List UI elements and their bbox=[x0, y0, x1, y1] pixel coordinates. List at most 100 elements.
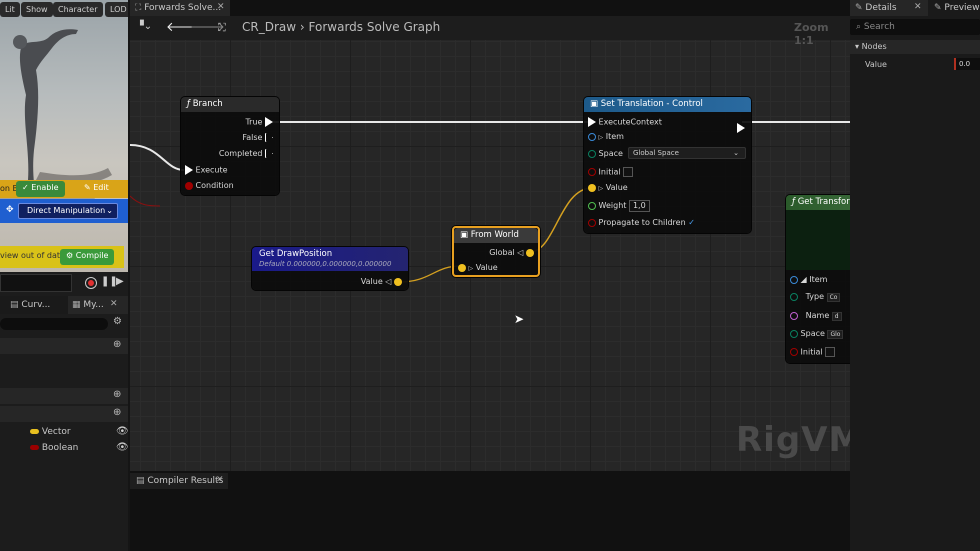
edit-button[interactable]: ✎ Edit bbox=[78, 181, 115, 197]
branch-true-pin[interactable]: True bbox=[245, 117, 273, 128]
breadcrumb-root[interactable]: CR_Draw bbox=[242, 20, 297, 34]
float-pin-icon[interactable] bbox=[588, 201, 596, 210]
close-icon[interactable]: ✕ bbox=[217, 2, 225, 12]
branch-node-header[interactable]: ƒ Branch bbox=[181, 97, 279, 112]
get-draw-position-node[interactable]: Get DrawPosition Default 0.000000,0.0000… bbox=[252, 247, 408, 290]
forward-arrow-icon[interactable]: 🡒 bbox=[190, 20, 225, 35]
expand-icon[interactable]: ▷ bbox=[598, 134, 604, 141]
enum-pin-icon[interactable] bbox=[588, 149, 596, 158]
get-transform-header[interactable]: ƒ Get Transform bbox=[786, 195, 850, 210]
pause-icon[interactable]: ❚❚ bbox=[101, 276, 118, 287]
get-draw-position-header[interactable]: Get DrawPosition Default 0.000000,0.0000… bbox=[252, 247, 408, 271]
name-pin-icon[interactable] bbox=[790, 311, 798, 320]
weight-pin[interactable]: Weight 1,0 bbox=[588, 200, 650, 212]
item-pin[interactable]: ▷ Item bbox=[588, 132, 624, 143]
bool-pin-icon[interactable] bbox=[185, 181, 193, 190]
character-button[interactable]: Character bbox=[53, 2, 103, 17]
get-transform-space-pin[interactable]: Space Glo bbox=[790, 329, 844, 340]
close-icon[interactable]: ✕ bbox=[914, 2, 922, 12]
enum-pin-icon[interactable] bbox=[790, 329, 798, 338]
propagate-checkbox[interactable]: ✓ bbox=[688, 218, 695, 227]
add-icon[interactable]: ⊕ bbox=[113, 407, 122, 418]
tab-compiler-results[interactable] bbox=[130, 473, 228, 489]
vector-pin-icon[interactable] bbox=[394, 277, 402, 286]
section-header[interactable] bbox=[0, 338, 128, 354]
vector-pin-icon[interactable] bbox=[526, 248, 534, 257]
enable-button[interactable]: ✓ Enable bbox=[16, 181, 65, 197]
exec-pin-icon[interactable] bbox=[737, 122, 745, 133]
bool-pin-icon[interactable] bbox=[790, 348, 798, 356]
from-world-value-pin[interactable]: ▷ Value bbox=[458, 263, 498, 274]
exec-pin-icon[interactable] bbox=[588, 117, 596, 127]
variable-vector[interactable]: Vector bbox=[30, 427, 71, 437]
close-icon[interactable]: ✕ bbox=[110, 299, 118, 309]
variable-boolean[interactable]: Boolean bbox=[30, 443, 78, 453]
execute-context-pin[interactable]: ExecuteContext bbox=[588, 117, 662, 128]
eye-icon[interactable]: 👁 bbox=[116, 442, 129, 453]
get-transform-space-value[interactable]: Glo bbox=[827, 330, 844, 339]
vector-pin-icon[interactable] bbox=[588, 183, 596, 192]
get-transform-type-pin[interactable]: Type Co bbox=[790, 292, 841, 303]
play-icon[interactable]: ▶ bbox=[116, 276, 124, 287]
bool-pin-icon[interactable] bbox=[588, 168, 596, 176]
tab-forwards-solve[interactable] bbox=[130, 0, 230, 16]
struct-pin-icon[interactable] bbox=[588, 132, 596, 141]
bookmark-icon[interactable]: ▝⌄ bbox=[136, 21, 153, 32]
set-translation-node[interactable]: ▣ Set Translation - Control ExecuteConte… bbox=[584, 97, 751, 233]
branch-false-pin[interactable]: False bbox=[242, 133, 273, 143]
breadcrumb-current[interactable]: Forwards Solve Graph bbox=[308, 20, 441, 34]
tab-details[interactable] bbox=[850, 0, 928, 16]
exec-pin-icon[interactable] bbox=[265, 149, 273, 158]
enum-pin-icon[interactable] bbox=[790, 292, 798, 301]
space-pin[interactable]: Space bbox=[588, 149, 623, 159]
branch-execute-pin[interactable]: Execute bbox=[185, 165, 228, 176]
branch-condition-pin[interactable]: Condition bbox=[185, 181, 234, 191]
get-transform-node[interactable]: ƒ Get Transform ◢ Item Type Co Name d Sp… bbox=[786, 195, 850, 363]
from-world-global-pin[interactable]: Global ◁ bbox=[489, 248, 534, 258]
from-world-node[interactable]: ▣ From World Global ◁ ▷ Value bbox=[452, 226, 540, 277]
from-world-header[interactable]: ▣ From World bbox=[454, 228, 538, 243]
add-icon[interactable]: ⊕ bbox=[113, 389, 122, 400]
close-icon[interactable]: ✕ bbox=[216, 475, 224, 485]
add-icon[interactable]: ⊕ bbox=[113, 339, 122, 350]
nodes-section-header[interactable] bbox=[850, 40, 980, 54]
search-input[interactable] bbox=[0, 318, 108, 330]
weight-field[interactable]: 1,0 bbox=[628, 200, 650, 212]
value-pin[interactable]: ▷ Value bbox=[588, 183, 628, 194]
propagate-pin[interactable]: Propagate to Children ✓ bbox=[588, 218, 695, 228]
gear-icon[interactable]: ⚙ bbox=[113, 316, 122, 327]
eye-icon[interactable]: 👁 bbox=[116, 426, 129, 437]
tab-my-blueprint[interactable] bbox=[68, 296, 128, 314]
get-transform-initial-checkbox[interactable] bbox=[825, 347, 836, 357]
show-button[interactable]: Show bbox=[21, 2, 53, 17]
lod-button[interactable]: LOD bbox=[105, 2, 128, 17]
expand-icon[interactable]: ▷ bbox=[468, 265, 474, 272]
initial-pin[interactable]: Initial bbox=[588, 167, 634, 178]
get-transform-item-pin[interactable]: ◢ Item bbox=[790, 275, 827, 285]
vector-pin-icon[interactable] bbox=[458, 263, 466, 272]
section-header[interactable] bbox=[0, 388, 128, 404]
graph-canvas[interactable]: ▝⌄ 🡐 🡒 ⛶ CR_Draw › Forwards Solve Graph … bbox=[130, 16, 850, 471]
tab-preview[interactable]: ✎ Preview S bbox=[934, 3, 980, 13]
section-header[interactable] bbox=[0, 406, 128, 422]
tab-curves[interactable]: ▤ Curv... bbox=[10, 300, 50, 310]
get-transform-initial-pin[interactable]: Initial bbox=[790, 347, 836, 358]
value-row-field[interactable]: 0.0 bbox=[954, 58, 980, 70]
record-button[interactable] bbox=[85, 277, 97, 289]
exec-pin-icon[interactable] bbox=[265, 133, 273, 142]
back-arrow-icon[interactable]: 🡐 bbox=[166, 20, 201, 35]
get-transform-name-pin[interactable]: Name d bbox=[790, 311, 842, 322]
execute-context-out-pin[interactable] bbox=[737, 117, 745, 136]
struct-pin-icon[interactable] bbox=[790, 275, 798, 284]
branch-completed-pin[interactable]: Completed bbox=[219, 149, 273, 159]
compile-button[interactable]: ⚙ Compile bbox=[60, 249, 115, 265]
manipulation-dropdown[interactable]: Direct Manipulation ⌄ bbox=[18, 203, 118, 219]
viewport[interactable]: Lit Show Character LOD on B ✓ Enable ✎ E… bbox=[0, 0, 128, 272]
initial-checkbox[interactable] bbox=[623, 167, 634, 177]
details-search-input[interactable] bbox=[850, 19, 980, 35]
space-dropdown[interactable]: Global Space⌄ bbox=[628, 147, 746, 159]
set-translation-header[interactable]: ▣ Set Translation - Control bbox=[584, 97, 751, 112]
get-draw-position-value-pin[interactable]: Value ◁ bbox=[361, 277, 402, 287]
exec-pin-icon[interactable] bbox=[265, 117, 273, 127]
get-transform-type-value[interactable]: Co bbox=[826, 293, 841, 302]
